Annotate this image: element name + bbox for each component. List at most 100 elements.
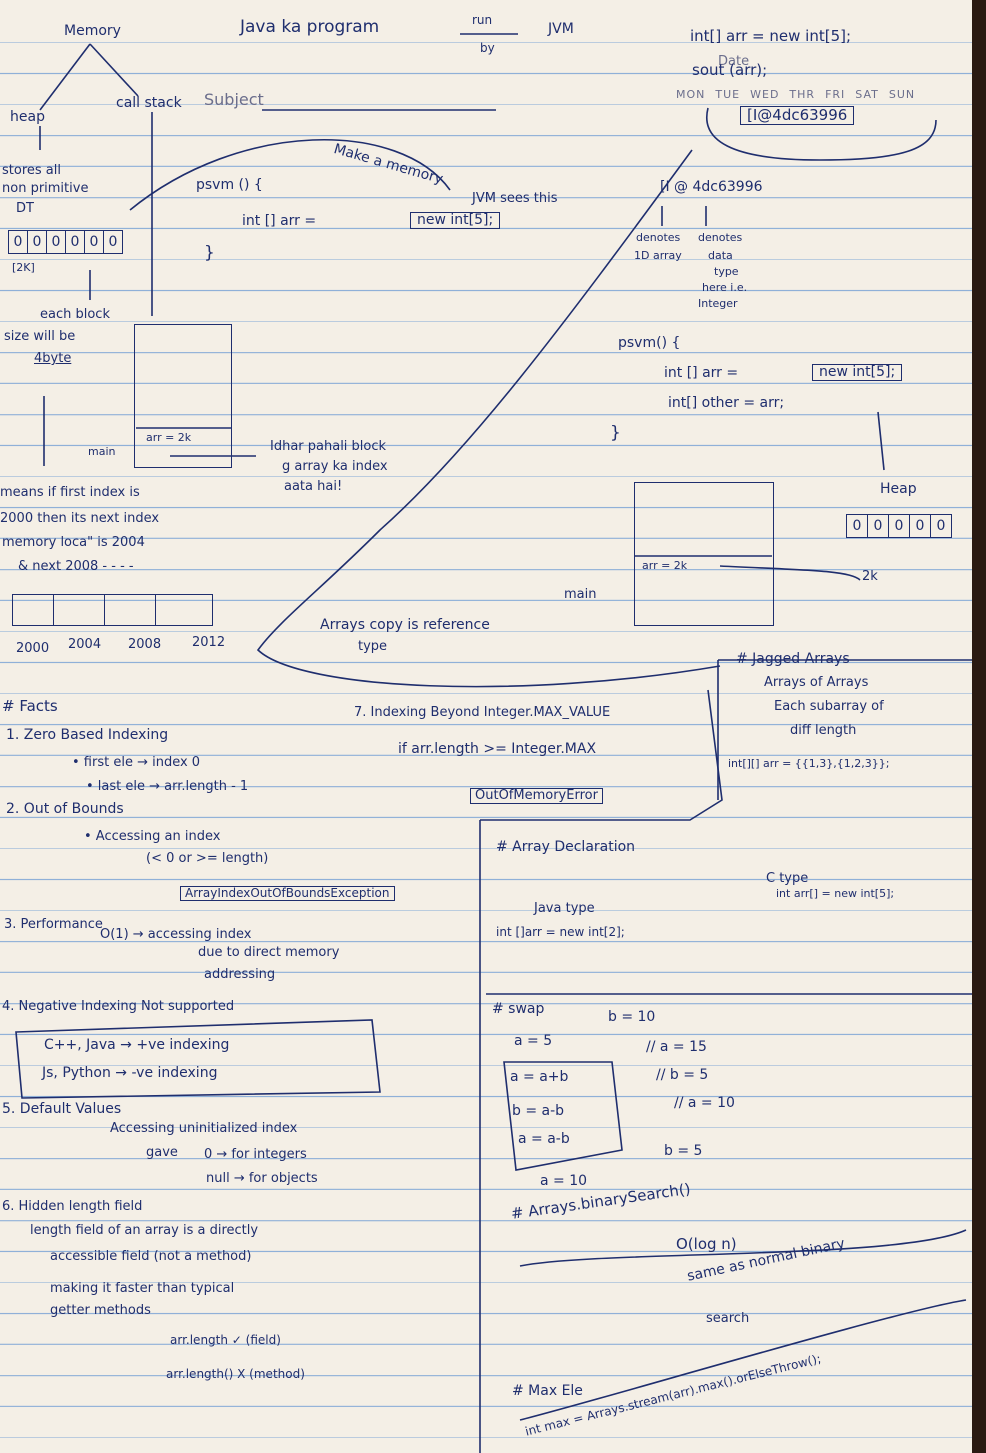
denotes-6: here i.e. [702,281,748,294]
date-label: Date [718,54,750,69]
day-fri: FRI [825,88,846,101]
swap-r5: a = 10 [540,1173,588,1189]
jagged-c: diff length [790,723,857,738]
means-1: means if first index is [0,485,140,500]
copy-heap-cell: 0 [868,515,889,537]
heap-desc-2: non primitive [2,181,89,196]
copy-stack-box [634,482,774,626]
copy-heap-cell: 0 [847,515,868,537]
binary-c: search [706,1311,750,1326]
jvm-label: JVM [548,21,574,37]
decl-c-type: C type [766,871,809,886]
address-cell [105,595,156,625]
denotes-7: Integer [698,297,738,310]
fact-6: 6. Hidden length field [2,1199,143,1214]
day-sat: SAT [855,88,879,101]
denotes-3: denotes [698,231,743,244]
addr-2012: 2012 [192,635,226,650]
stack-frame-box [134,324,232,468]
decl-title: # Array Declaration [496,839,636,855]
idhar-note-1: Idhar pahali block [270,439,387,454]
heap-addr: [2K] [12,261,35,274]
copy-heap-cell: 0 [910,515,931,537]
heap-label: heap [10,109,45,125]
jagged-d: int[][] arr = {{1,3},{1,2,3}}; [728,757,890,770]
swap-r4: b = 5 [664,1143,703,1159]
rt-line2: sout (arr); [692,61,768,79]
heap-cell: 0 [47,231,66,253]
jagged-title: # Jagged Arrays [736,651,850,667]
denotes-2: 1D array [634,249,682,262]
by-label: by [480,41,495,55]
swap-a: a = 5 [514,1033,553,1049]
fact-4a: C++, Java → +ve indexing [44,1037,230,1053]
fact-2a: • Accessing an index [84,829,221,844]
decl-java-line: int []arr = new int[2]; [496,925,625,939]
swap-r3: // a = 10 [674,1095,735,1111]
swap-r1: // a = 15 [646,1039,707,1055]
address-cell [13,595,54,625]
heap-cell: 0 [108,234,118,250]
fact-6b: accessible field (not a method) [50,1249,252,1264]
denotes-4: data [708,249,733,262]
addr-2004: 2004 [68,637,102,652]
denotes-1: denotes [636,231,681,244]
fact-2: 2. Out of Bounds [6,801,124,817]
swap-r2: // b = 5 [656,1067,709,1083]
call-stack-label: call stack [116,95,182,111]
swap-step1: a = a+b [510,1069,569,1085]
copy-heap-cell: 0 [889,515,910,537]
fact-5: 5. Default Values [2,1101,122,1117]
copy-line1: int [] arr = [664,365,739,381]
swap-step3: a = a-b [518,1131,570,1147]
denotes-5: type [714,265,739,278]
copy-psvm: psvm() { [618,335,681,351]
copy-heap-cells: 0 0 0 0 0 [846,514,952,538]
main-label: main [88,445,116,458]
subject-label: Subject [204,90,264,109]
program-title: Java ka program [240,17,380,37]
idhar-note-3: aata hai! [284,479,343,494]
copy-note-2: type [358,639,388,654]
fact-3: 3. Performance [4,917,103,932]
block-note-3: 4byte [34,351,72,366]
means-3: memory loca" is 2004 [2,535,145,550]
copy-heap-addr: 2k [862,569,878,584]
fact-2b: (< 0 or >= length) [146,851,269,866]
block-note-2: size will be [4,329,76,344]
jagged-a: Arrays of Arrays [764,675,869,690]
day-wed: WED [750,88,780,101]
heap-cell: 0 [28,231,47,253]
fact-4: 4. Negative Indexing Not supported [2,999,235,1014]
arr-ref: arr = 2k [146,431,192,444]
fact-5c: 0 → for integers [204,1147,307,1162]
means-4: & next 2008 - - - - [18,559,134,574]
day-tue: TUE [715,88,741,101]
fact-1: 1. Zero Based Indexing [6,727,169,743]
fact-6f: arr.length() X (method) [166,1367,305,1381]
swap-title: # swap [492,1001,545,1017]
jvm-sees-note: JVM sees this [472,191,558,206]
copy-line2: int[] other = arr; [668,395,785,411]
day-thr: THR [789,88,816,101]
fact-3a: O(1) → accessing index [100,927,252,942]
fact-6c: making it faster than typical [50,1281,235,1296]
run-label: run [472,13,493,27]
copy-main-label: main [564,587,597,602]
psvm-line: psvm () { [196,177,263,193]
swap-b: b = 10 [608,1009,656,1025]
heap-cells-left: 0 0 0 0 0 0 [8,230,123,254]
fact-7: 7. Indexing Beyond Integer.MAX_VALUE [354,705,611,720]
memory-title: Memory [64,23,121,39]
rt-output-box: [I@4dc63996 [740,106,855,125]
fact-3c: addressing [204,967,276,982]
binary-a: O(log n) [676,1235,737,1253]
int-decl-line: int [] arr = [242,213,317,229]
fact-4b: Js, Python → -ve indexing [42,1065,218,1081]
rt-output-bracket: [I @ 4dc63996 [660,179,763,195]
copy-new-box: new int[5]; [812,364,903,382]
fact-7b-box: OutOfMemoryError [470,788,603,805]
fact-6e: arr.length ✓ (field) [170,1333,281,1347]
